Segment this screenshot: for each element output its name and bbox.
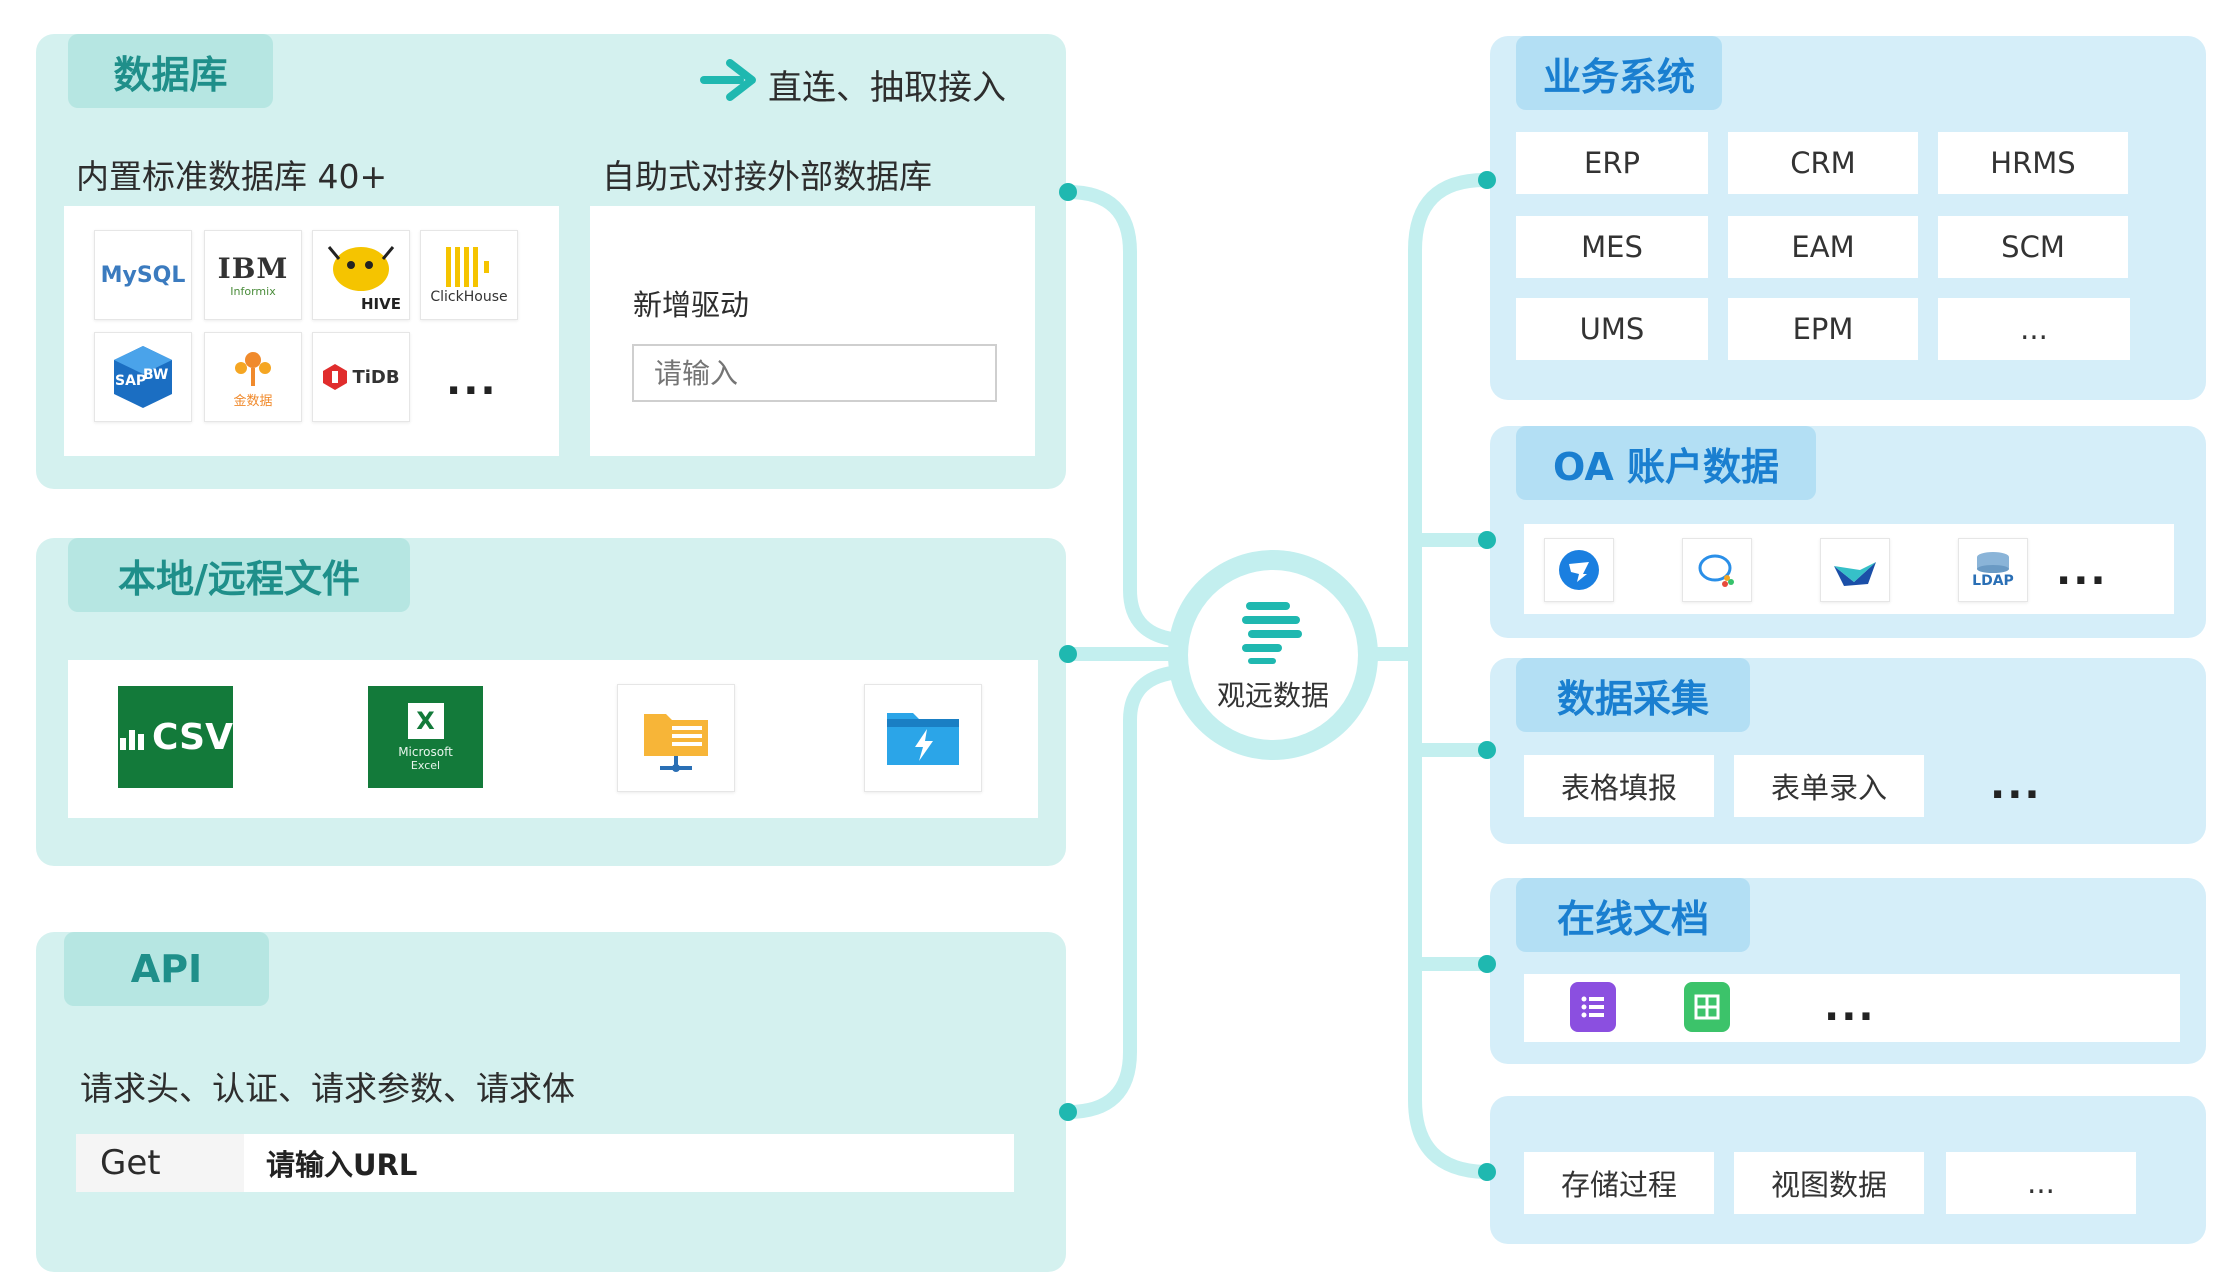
tidb-logo: TiDB	[312, 332, 410, 422]
driver-input[interactable]	[632, 344, 997, 402]
api-url-input[interactable]: 请输入URL	[266, 1148, 418, 1182]
oa-more: ...	[2056, 548, 2108, 594]
docs-box	[1524, 974, 2180, 1042]
business-item-eam: EAM	[1728, 216, 1918, 278]
driver-label: 新增驱动	[633, 288, 750, 322]
business-item-mes: MES	[1516, 216, 1708, 278]
direct-access-label: 直连、抽取接入	[768, 68, 1006, 108]
builtin-db-label: 内置标准数据库 40+	[76, 157, 388, 196]
ibm-informix-logo: IBM Informix	[204, 230, 302, 320]
docs-title: 在线文档	[1516, 878, 1750, 952]
collect-title: 数据采集	[1516, 658, 1750, 732]
files-connector-dot	[1059, 645, 1077, 663]
business-connector-dot	[1478, 171, 1496, 189]
hub-label: 观远数据	[1216, 679, 1329, 712]
database-more: ...	[446, 358, 498, 404]
collect-more: ...	[1990, 762, 2042, 808]
external-db-label: 自助式对接外部数据库	[602, 157, 932, 196]
business-item-crm: CRM	[1728, 132, 1918, 194]
business-item-ums: UMS	[1516, 298, 1708, 360]
other-item-stored-procedure: 存储过程	[1524, 1152, 1714, 1214]
guanyuan-hub: 观远数据	[1188, 570, 1358, 740]
sap-bw-logo: SAP BW	[94, 332, 192, 422]
doc-sheet-icon[interactable]	[1684, 982, 1730, 1032]
arrow-right-icon	[700, 55, 760, 105]
remote-folder-icon[interactable]	[864, 684, 982, 792]
other-connector-dot	[1478, 1163, 1496, 1181]
api-connector-dot	[1059, 1103, 1077, 1121]
mysql-logo: MySQL	[94, 230, 192, 320]
database-title: 数据库	[68, 34, 273, 108]
clickhouse-logo: ClickHouse	[420, 230, 518, 320]
other-item-more: ...	[1946, 1152, 2136, 1214]
business-item-more: ...	[1938, 298, 2130, 360]
excel-file-icon[interactable]: X Microsoft Excel	[368, 686, 483, 788]
jinshuju-logo: 金数据	[204, 332, 302, 422]
api-title: API	[64, 932, 269, 1006]
docs-more: ...	[1824, 984, 1876, 1030]
wecom-icon[interactable]	[1682, 538, 1752, 602]
network-folder-icon[interactable]	[617, 684, 735, 792]
business-item-hrms: HRMS	[1938, 132, 2128, 194]
collect-item-form-fill: 表格填报	[1524, 755, 1714, 817]
files-title: 本地/远程文件	[68, 538, 410, 612]
business-item-scm: SCM	[1938, 216, 2128, 278]
database-connector-dot	[1059, 183, 1077, 201]
collect-connector-dot	[1478, 741, 1496, 759]
other-item-view-data: 视图数据	[1734, 1152, 1924, 1214]
docs-connector-dot	[1478, 955, 1496, 973]
external-db-box	[590, 206, 1035, 456]
business-title: 业务系统	[1516, 36, 1722, 110]
csv-file-icon[interactable]: CSV	[118, 686, 233, 788]
guanyuan-logo-icon	[1242, 602, 1302, 664]
collect-item-form-entry: 表单录入	[1734, 755, 1924, 817]
oa-connector-dot	[1478, 531, 1496, 549]
ldap-icon[interactable]: LDAP	[1958, 538, 2028, 602]
business-item-erp: ERP	[1516, 132, 1708, 194]
doc-list-icon[interactable]	[1570, 982, 1616, 1032]
oa-title: OA 账户数据	[1516, 426, 1816, 500]
feishu-icon[interactable]	[1820, 538, 1890, 602]
business-item-epm: EPM	[1728, 298, 1918, 360]
hive-logo: HIVE	[312, 230, 410, 320]
api-description: 请求头、认证、请求参数、请求体	[80, 1069, 575, 1108]
dingtalk-icon[interactable]	[1544, 538, 1614, 602]
api-method-select[interactable]: Get	[76, 1134, 244, 1192]
